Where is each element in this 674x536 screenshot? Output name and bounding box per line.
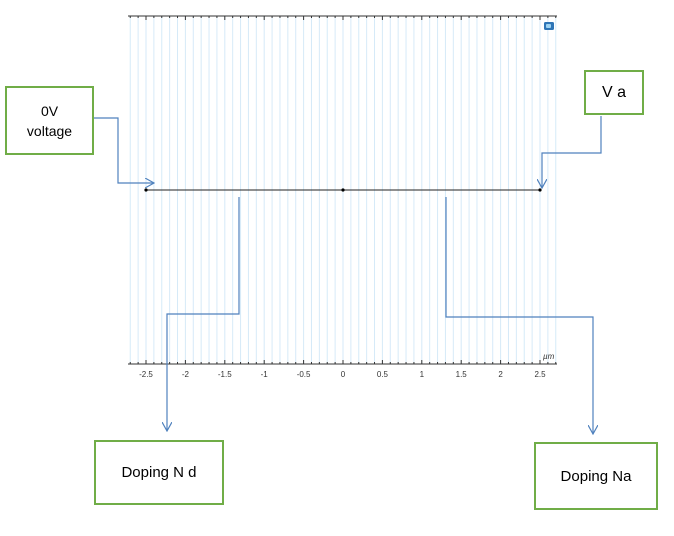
tick-label: 2 bbox=[498, 370, 503, 379]
arrow-0v-voltage bbox=[94, 117, 154, 183]
tick-label: 0.5 bbox=[377, 370, 389, 379]
tick-label: -2.5 bbox=[139, 370, 153, 379]
tick-label: -0.5 bbox=[297, 370, 311, 379]
tick-label: 1 bbox=[420, 370, 425, 379]
label-box-doping-nd: Doping N d bbox=[94, 440, 224, 505]
label-box-va: V a bbox=[584, 70, 644, 115]
tick-label: 2.5 bbox=[534, 370, 546, 379]
bottom-axis-ticks bbox=[129, 360, 557, 364]
tick-label: 0 bbox=[341, 370, 346, 379]
tick-label: -2 bbox=[182, 370, 190, 379]
arrow-doping-nd bbox=[167, 197, 240, 431]
doping-nd-label: Doping N d bbox=[121, 464, 197, 481]
tick-label: 1.5 bbox=[456, 370, 468, 379]
arrow-va bbox=[542, 116, 602, 188]
zero-voltage-line1: 0V bbox=[40, 102, 59, 119]
domain-left-point[interactable] bbox=[144, 188, 148, 192]
doping-na-label: Doping Na bbox=[560, 467, 632, 485]
label-box-0v-voltage: 0V voltage bbox=[5, 86, 94, 155]
domain-right-point[interactable] bbox=[538, 188, 542, 192]
applied-voltage-label: V a bbox=[601, 83, 626, 101]
domain-mid-point[interactable] bbox=[341, 188, 345, 192]
axis-unit-label: µm bbox=[543, 352, 555, 361]
arrow-doping-na bbox=[445, 197, 593, 434]
tick-label: -1 bbox=[261, 370, 269, 379]
zero-voltage-line2: voltage bbox=[26, 122, 73, 139]
top-axis-ticks bbox=[129, 16, 557, 20]
label-box-doping-na: Doping Na bbox=[534, 442, 658, 510]
axis-tick-labels: -2.5 -2 -1.5 -1 -0.5 0 0.5 1 1.5 2 2.5 bbox=[139, 370, 546, 379]
tick-label: -1.5 bbox=[218, 370, 232, 379]
graphics-toolbar-icon[interactable] bbox=[544, 22, 554, 30]
